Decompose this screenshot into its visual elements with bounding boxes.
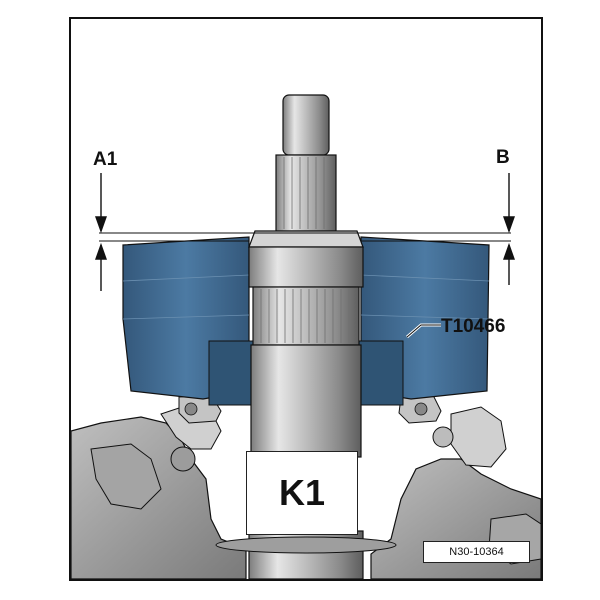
dimension-b-label: B: [496, 147, 510, 168]
diagram-frame: A1 B T10466 K1 N30-10364: [69, 17, 543, 581]
dimension-a1-arrows: [95, 173, 107, 291]
shaft: [215, 94, 397, 579]
housing-left: [71, 403, 247, 579]
part-k1-box: K1: [246, 451, 358, 535]
part-k1-label: K1: [278, 472, 326, 513]
dimension-a1-label: A1: [93, 149, 118, 170]
tool-label: T10466: [441, 316, 506, 337]
figure-id-badge: N30-10364: [423, 541, 530, 563]
transmission-shaft-illustration: [71, 94, 541, 579]
reference-lines: [99, 232, 511, 242]
seal-right: [398, 394, 442, 424]
dimension-b-arrows: [503, 173, 515, 285]
tool-t10466: [122, 236, 490, 406]
